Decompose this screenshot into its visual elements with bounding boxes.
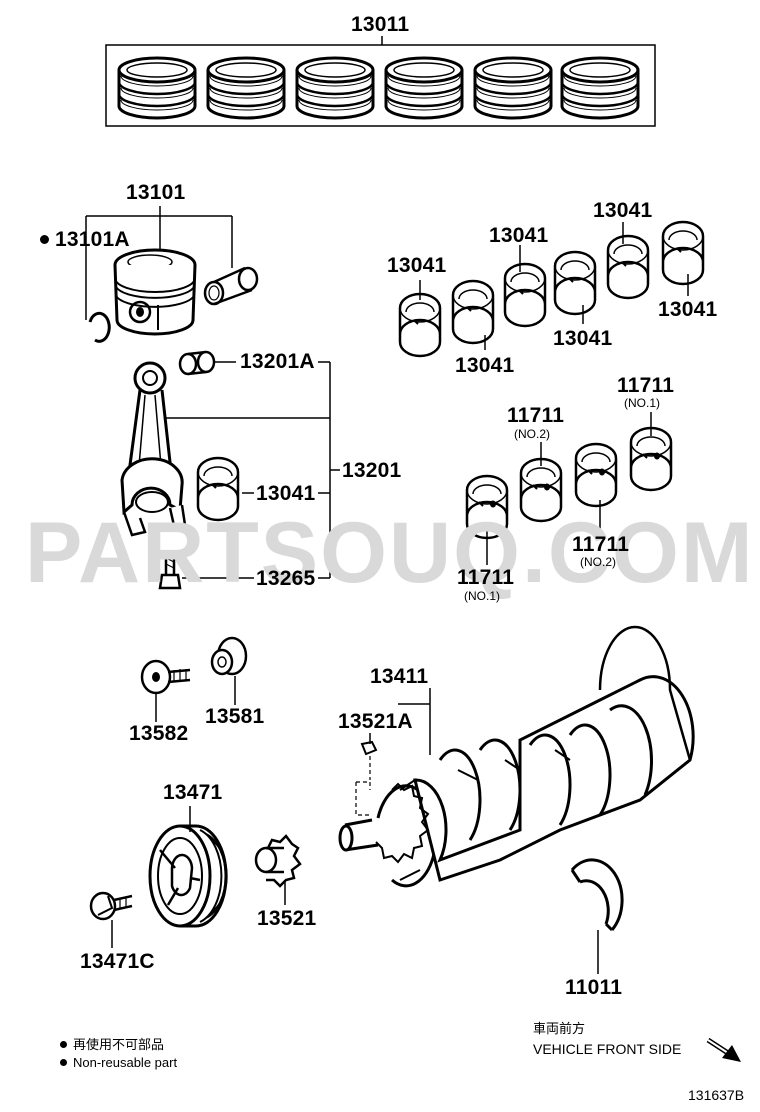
label-13201A: 13201A: [240, 350, 315, 373]
crank-key: [355, 740, 378, 816]
legend-dot-icon: [60, 1059, 67, 1067]
label-13411: 13411: [370, 665, 429, 688]
label-13471: 13471: [163, 781, 223, 804]
crank-bearing-5: [606, 234, 650, 300]
sublabel-no2-bottom: (NO.2): [580, 555, 616, 569]
label-13521A: 13521A: [338, 710, 413, 733]
damper-bolt-washer: [140, 659, 191, 695]
crank-bearing-3: [503, 262, 547, 328]
crank-gear-key-part: [210, 636, 248, 676]
crank-timing-gear: [254, 834, 302, 888]
label-13101A: 13101A: [40, 229, 130, 250]
label-13265: 13265: [256, 567, 316, 590]
label-13471C: 13471C: [80, 950, 155, 973]
legend-dot-icon: [60, 1041, 67, 1049]
front-direction-arrow: [706, 1037, 741, 1062]
piston-ring-set-6: [560, 56, 640, 120]
label-13041-rod: 13041: [256, 482, 316, 505]
piston: [113, 248, 197, 336]
label-11711-bottom-no1: 11711: [457, 566, 515, 589]
label-13041-b: 13041: [455, 354, 515, 377]
label-11711-bottom-no2: 11711: [572, 533, 630, 556]
legend-jp: 再使用不可部品: [60, 1038, 164, 1051]
piston-ring-set-2: [206, 56, 286, 120]
pulley-bolt: [89, 891, 133, 921]
crankshaft: [338, 625, 695, 888]
label-13041-a: 13041: [387, 254, 447, 277]
watermark: PARTSOUQ.COM: [25, 505, 755, 601]
label-11711-top-no1: 11711: [617, 374, 675, 397]
piston-ring-set-4: [384, 56, 464, 120]
crank-bearing-4: [553, 250, 597, 316]
label-13521: 13521: [257, 907, 317, 930]
drawing-number: 131637B: [688, 1087, 745, 1103]
snap-ring: [88, 311, 111, 343]
piston-pin: [203, 266, 259, 306]
main-bearing-4: [629, 426, 673, 492]
legend-en: Non-reusable part: [60, 1056, 177, 1069]
rod-bushing: [178, 350, 216, 376]
direction-en: VEHICLE FRONT SIDE: [533, 1041, 682, 1057]
label-13581: 13581: [205, 705, 265, 728]
label-13201: 13201: [342, 459, 402, 482]
sublabel-no1-top: (NO.1): [624, 396, 660, 410]
rod-bolt: [158, 550, 182, 590]
connecting-rod: [120, 361, 187, 537]
piston-ring-set-1: [117, 56, 197, 120]
piston-ring-set-3: [295, 56, 375, 120]
label-11711-top-no2: 11711: [507, 404, 565, 427]
crank-bearing-6: [661, 220, 705, 286]
thrust-washer: [570, 858, 624, 932]
non-reusable-dot-icon: [40, 234, 49, 244]
crank-sprocket: [375, 782, 430, 864]
label-13011: 13011: [351, 13, 410, 36]
crank-bearing-2: [451, 279, 495, 345]
piston-ring-set-5: [473, 56, 553, 120]
sublabel-no2-top: (NO.2): [514, 427, 550, 441]
main-bearing-3: [574, 442, 618, 508]
label-13041-f: 13041: [658, 298, 718, 321]
direction-jp: 車両前方: [533, 1021, 586, 1036]
crank-bearing-1: [398, 292, 442, 358]
ring-set-box: [105, 44, 656, 127]
label-13041-c: 13041: [489, 224, 549, 247]
label-13041-e: 13041: [593, 199, 653, 222]
label-13041-d: 13041: [553, 327, 613, 350]
label-13101: 13101: [126, 181, 186, 204]
sublabel-no1-bottom: (NO.1): [464, 589, 500, 603]
label-13582: 13582: [129, 722, 189, 745]
crank-pulley: [148, 824, 228, 928]
label-11011: 11011: [565, 976, 623, 999]
